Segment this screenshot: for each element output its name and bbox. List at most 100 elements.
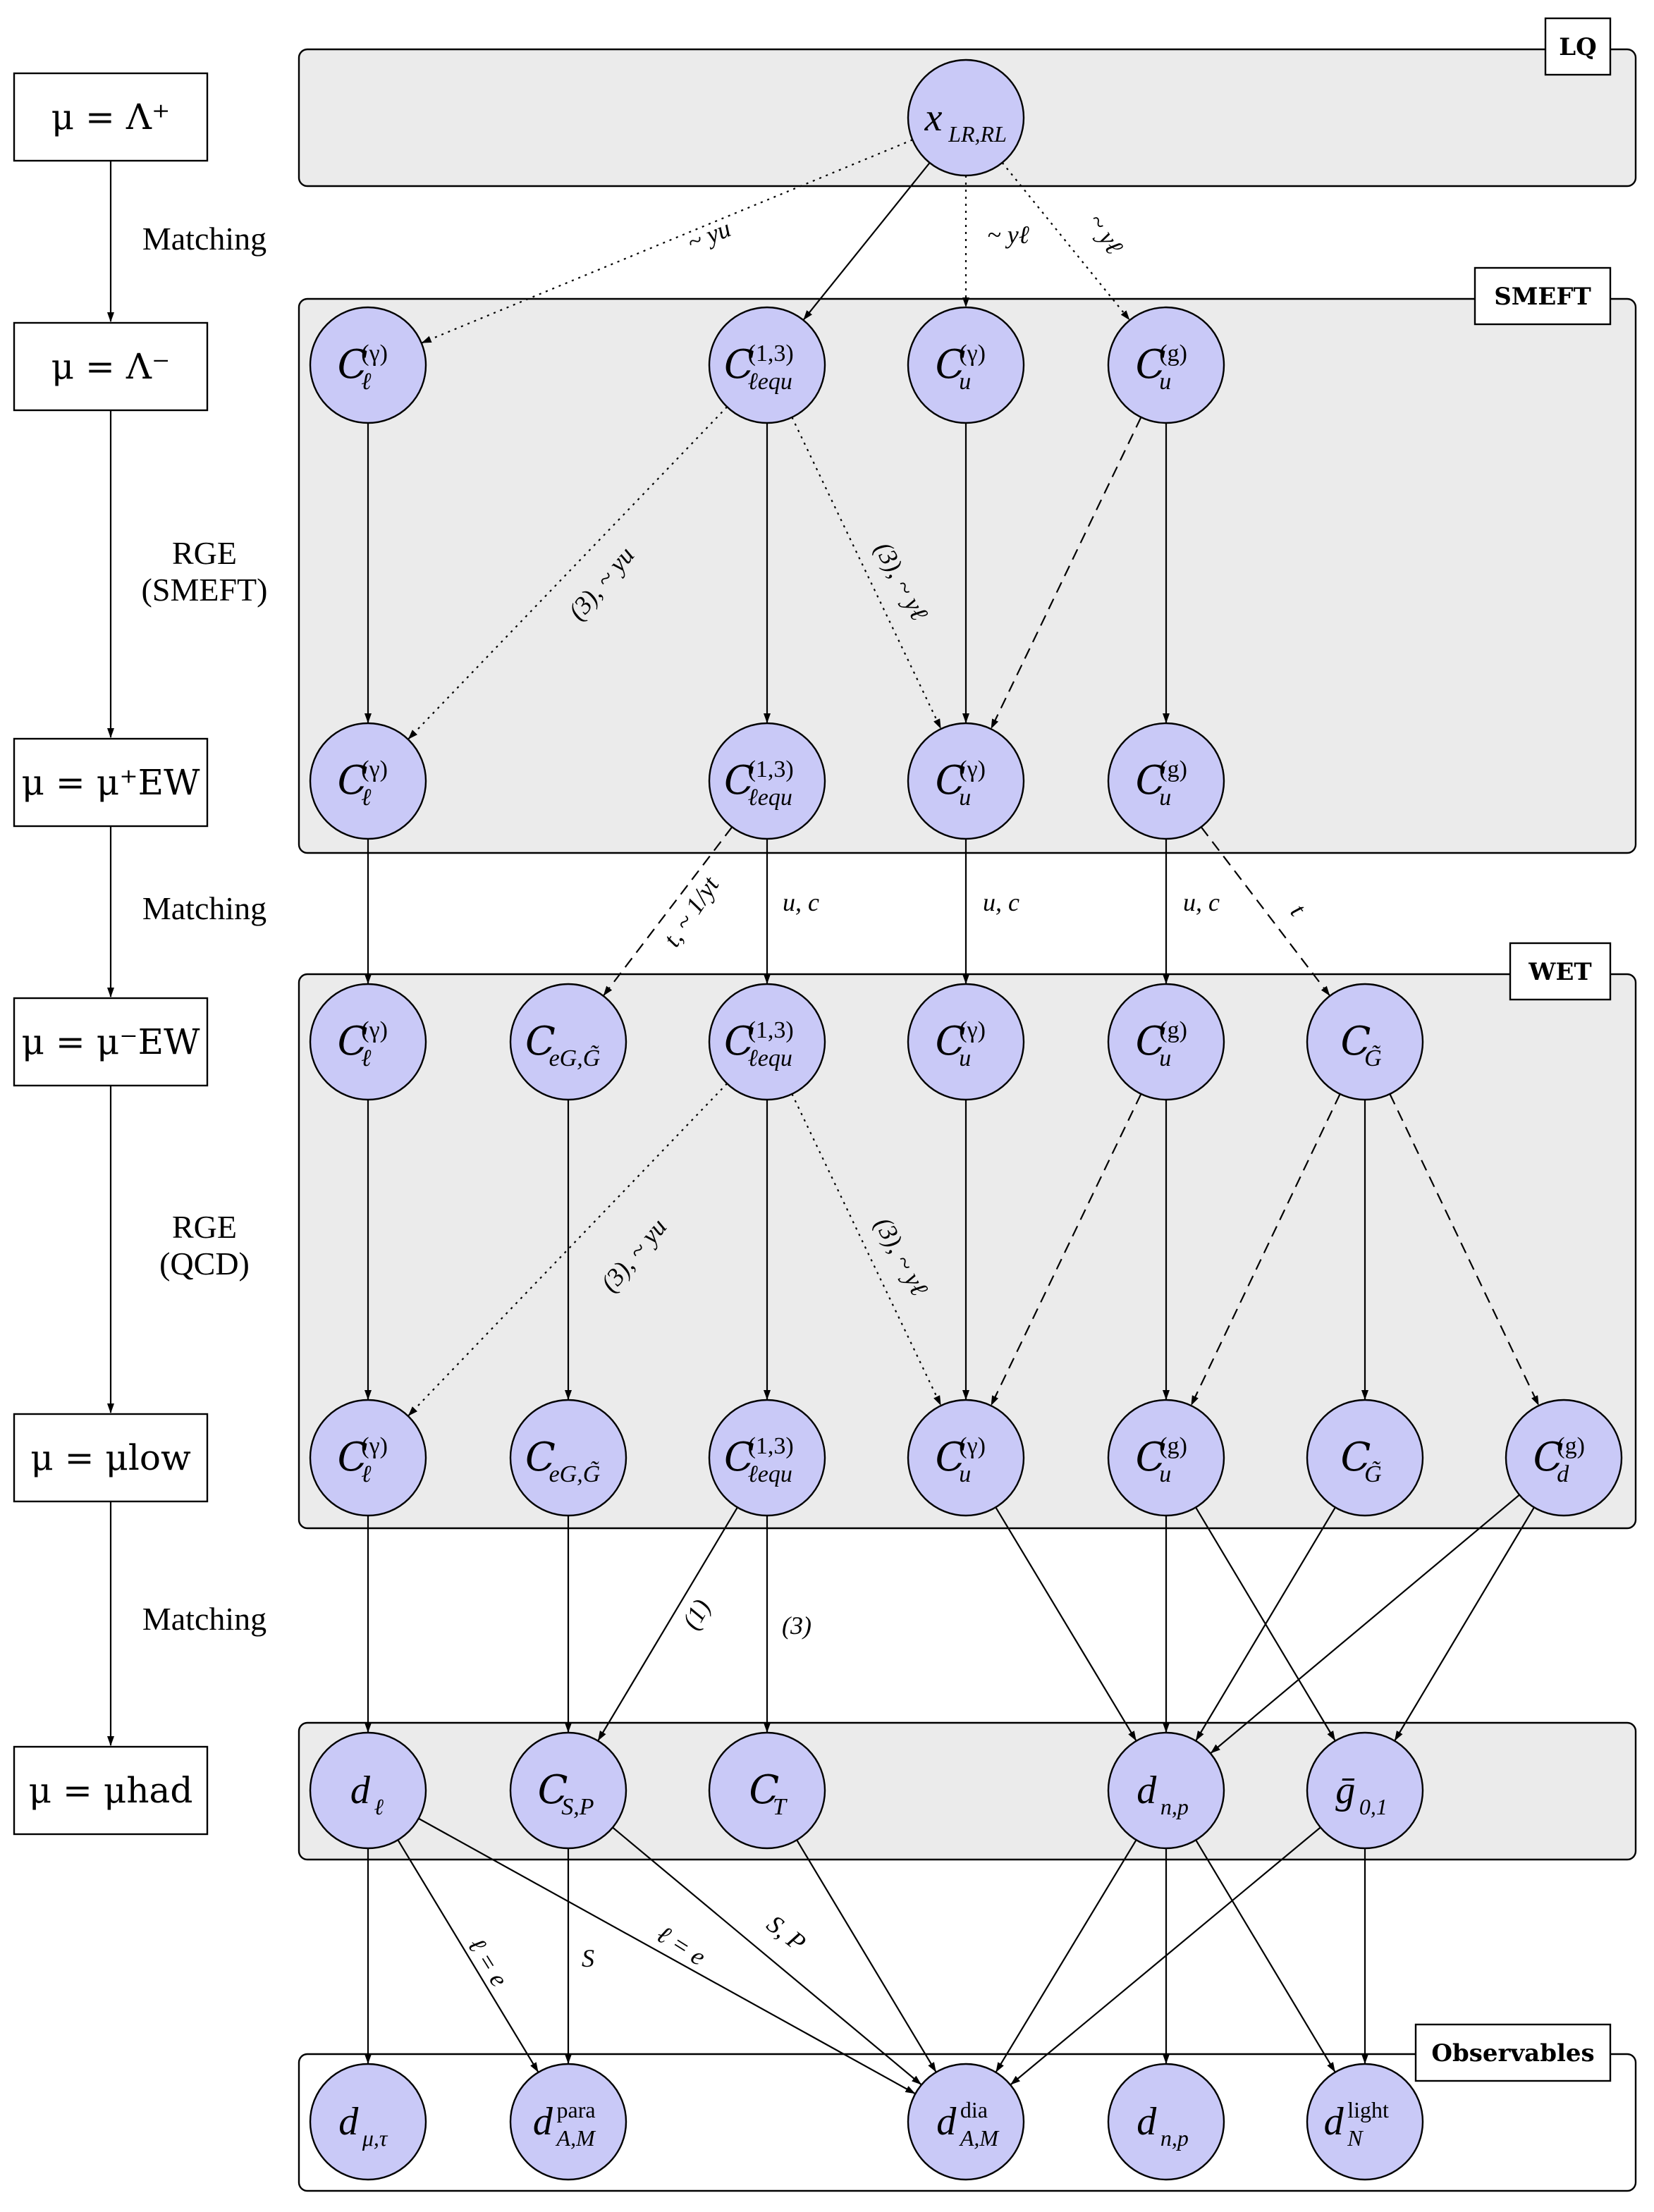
step-rge-qcd: RGE: [172, 1209, 237, 1245]
step-matching-2: Matching: [142, 890, 267, 926]
node-label-h_csp: CS,P: [538, 1767, 594, 1820]
scale-lambda-plus: μ = Λ⁺: [51, 97, 171, 137]
panel-label-lq: LQ: [1559, 33, 1597, 61]
node-s_l: [309, 306, 427, 424]
edge-h_ct-o_dia: [796, 1839, 937, 2072]
node-h_csp: [509, 1731, 627, 1850]
edge-label-yl: ~ yℓ: [987, 221, 1029, 249]
node-l_eg: [509, 1399, 627, 1517]
node-h_dl: [309, 1731, 427, 1850]
node-label-e_lequ: C(1,3)ℓequ: [724, 756, 794, 811]
edge-label-SP: S, P: [761, 1910, 811, 1957]
node-h_ct: [708, 1731, 826, 1850]
edge-label-yl2: ~ yℓ: [1082, 209, 1128, 259]
node-label-l_ugl: C(g)u: [1136, 1433, 1187, 1487]
edge-label-uc3: u, c: [1183, 888, 1220, 916]
edge-label-uc2: u, c: [983, 888, 1019, 916]
node-l_l: [309, 1399, 427, 1517]
node-e_ug: [907, 722, 1025, 840]
node-label-e_l: C(γ)ℓ: [338, 756, 388, 811]
edge-s_ugl-e_ug: [991, 417, 1142, 730]
node-label-e_ug: C(γ)u: [936, 756, 986, 811]
node-label-w_ugl: C(g)u: [1136, 1017, 1187, 1071]
edge-w_lequ-l_ug: [791, 1093, 942, 1406]
node-label-s_ug: C(γ)u: [936, 340, 986, 395]
edge-l_ug-h_dnp: [995, 1506, 1137, 1741]
edge-l_lequ-h_csp: [597, 1506, 738, 1741]
edge-label-S: S: [582, 1944, 594, 1972]
edge-h_csp-o_dia: [612, 1826, 922, 2085]
edge-label-t: t: [1285, 898, 1312, 921]
node-label-l_G: CG̃: [1341, 1434, 1382, 1487]
node-label-w_G: CG̃: [1341, 1019, 1382, 1071]
edge-label-m3: (3): [782, 1611, 811, 1640]
step-rge-smeft-sub: (SMEFT): [142, 572, 268, 608]
node-o_dmt: [309, 2063, 427, 2181]
edge-h_dnp-o_light: [1195, 1839, 1336, 2072]
edge-h_g-o_dia: [1010, 1826, 1321, 2085]
node-e_lequ: [708, 722, 826, 840]
edge-label-uc1: u, c: [783, 888, 819, 916]
node-label-w_eg: CeG,G̃: [525, 1019, 600, 1071]
scale-lambda-minus: μ = Λ⁻: [51, 346, 171, 387]
edge-h_dl-o_dia: [418, 1817, 916, 2094]
node-h_g: [1306, 1731, 1424, 1850]
node-s_ugl: [1107, 306, 1225, 424]
edge-w_G-l_d: [1389, 1093, 1540, 1406]
edge-l_G-h_dnp: [1195, 1506, 1336, 1741]
edge-label-t_inv: t, ~ 1/yt: [658, 871, 725, 952]
edge-label-le1: ℓ = e: [462, 1933, 514, 1991]
node-x: [907, 59, 1025, 177]
node-label-w_lequ: C(1,3)ℓequ: [724, 1017, 794, 1071]
step-rge-qcd-sub: (QCD): [159, 1246, 250, 1282]
node-w_lequ: [708, 983, 826, 1101]
edge-s_lequ-e_ug: [791, 417, 942, 730]
edge-w_ugl-l_ug: [991, 1093, 1142, 1406]
node-w_G: [1306, 983, 1424, 1101]
node-label-w_ug: C(γ)u: [936, 1017, 986, 1071]
step-matching-1: Matching: [142, 221, 267, 257]
step-matching-3: Matching: [142, 1601, 267, 1637]
node-l_lequ: [708, 1399, 826, 1517]
edge-h_dl-o_para: [397, 1839, 539, 2072]
node-w_ugl: [1107, 983, 1225, 1101]
node-o_dnp: [1107, 2063, 1225, 2181]
panel-label-wet: WET: [1528, 958, 1591, 986]
node-w_ug: [907, 983, 1025, 1101]
node-s_ug: [907, 306, 1025, 424]
node-w_eg: [509, 983, 627, 1101]
edge-label-yu: ~ yu: [683, 214, 735, 257]
panel-label-observables: Observables: [1431, 2039, 1594, 2067]
edge-x-s_lequ: [803, 162, 931, 321]
node-label-l_l: C(γ)ℓ: [338, 1433, 388, 1487]
node-l_ugl: [1107, 1399, 1225, 1517]
scale-low: μ = μlow: [30, 1437, 191, 1478]
node-label-w_l: C(γ)ℓ: [338, 1017, 388, 1071]
panel-hadronic: [298, 1721, 1637, 1861]
node-label-e_ugl: C(g)u: [1136, 756, 1187, 811]
scale-ew-plus: μ = μ⁺EW: [22, 762, 201, 803]
edges: [365, 139, 1540, 2094]
scale-column: μ = Λ⁺ μ = Λ⁻ μ = μ⁺EW μ = μ⁻EW μ = μlow…: [13, 72, 268, 1836]
node-l_d: [1505, 1399, 1623, 1517]
edge-h_dnp-o_dia: [995, 1839, 1137, 2072]
edge-l_d-h_g: [1394, 1506, 1535, 1741]
edge-w_G-l_ugl: [1190, 1093, 1341, 1406]
node-label-l_eg: CeG,G̃: [525, 1434, 600, 1487]
node-s_lequ: [708, 306, 826, 424]
node-label-l_d: C(g)d: [1533, 1433, 1585, 1487]
node-l_G: [1306, 1399, 1424, 1517]
node-label-s_lequ: C(1,3)ℓequ: [724, 340, 794, 395]
edge-l_d-h_dnp: [1210, 1494, 1520, 1754]
panel-label-smeft: SMEFT: [1494, 283, 1591, 311]
